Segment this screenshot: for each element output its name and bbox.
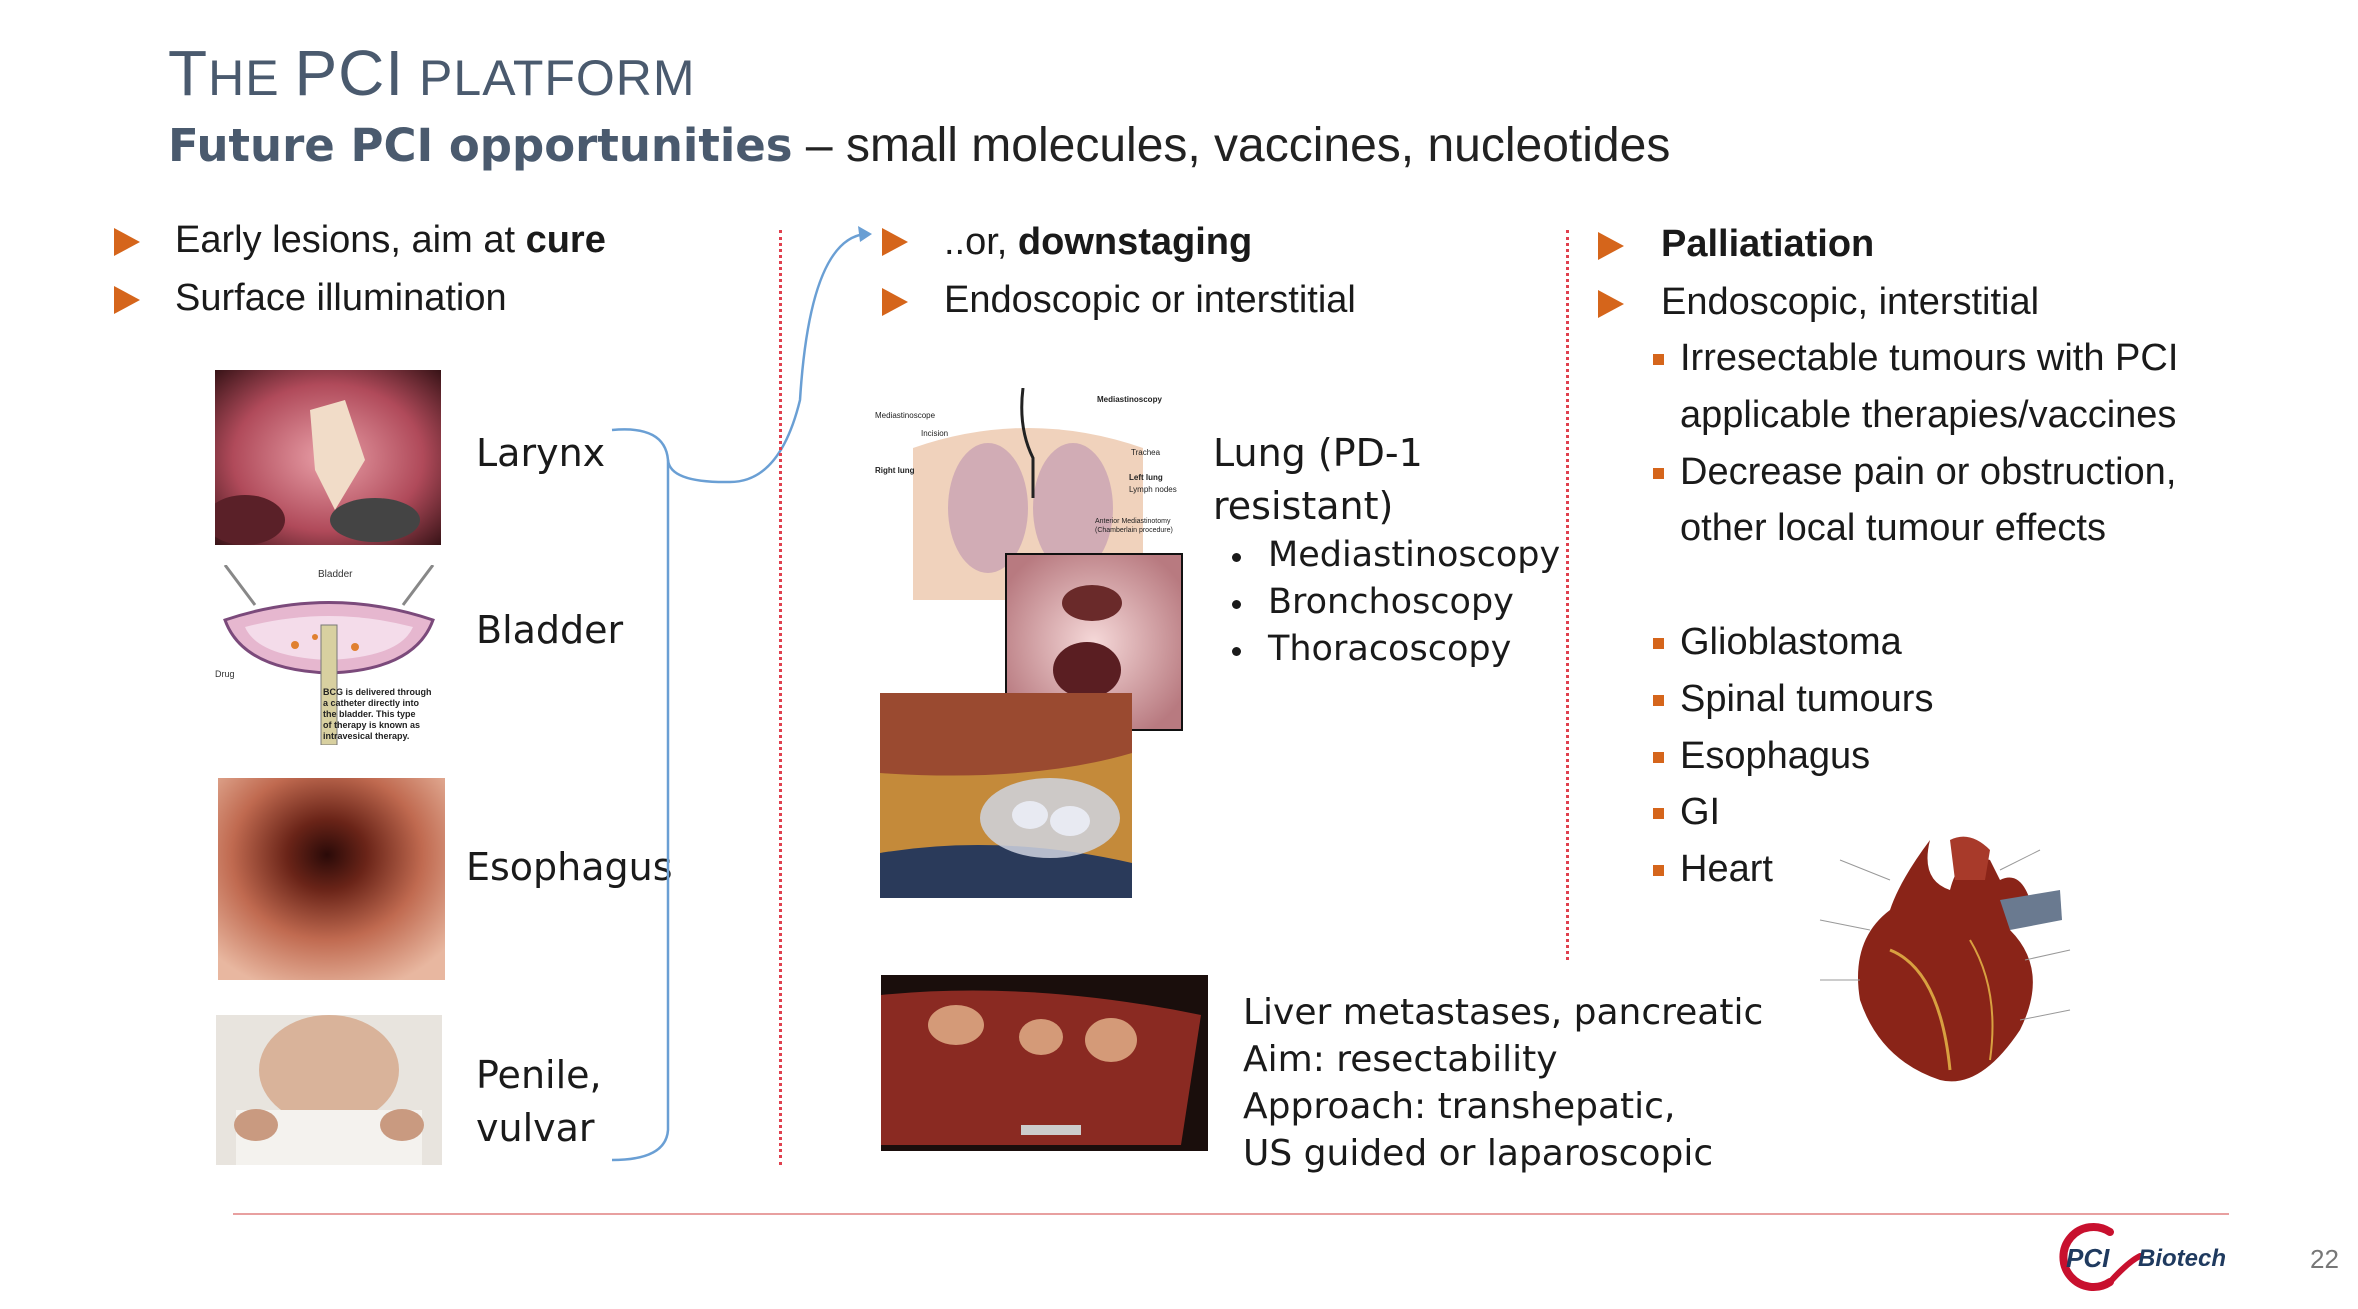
label-penile: Penile, <box>476 1053 602 1097</box>
lung-item-mediastinoscopy: Mediastinoscopy <box>1268 535 1561 575</box>
svg-text:Anterior Mediastinotomy: Anterior Mediastinotomy <box>1095 518 1171 525</box>
bracket-connector <box>611 226 872 1162</box>
bullet-square-icon <box>1653 695 1664 706</box>
svg-text:Lymph nodes: Lymph nodes <box>1129 485 1177 494</box>
bullet-arrow-icon <box>1598 232 1624 260</box>
svg-text:Left lung: Left lung <box>1129 473 1163 482</box>
label-bladder: Bladder <box>476 608 624 652</box>
penile-vulvar-image <box>216 1015 442 1165</box>
col3-item-esophagus: Esophagus <box>1680 735 1871 777</box>
label-larynx: Larynx <box>476 431 606 475</box>
col2-bullet-downstaging: ..or, downstaging <box>944 221 1253 263</box>
bullet-dot-icon <box>1232 600 1241 609</box>
col3-item-spinal: Spinal tumours <box>1680 678 1934 720</box>
bullet-arrow-icon <box>882 288 908 316</box>
page-title: THE PCI PLATFORM <box>168 37 696 109</box>
bullet-arrow-icon <box>1598 290 1624 318</box>
bullet-square-icon <box>1653 468 1664 479</box>
liver-image <box>881 975 1208 1151</box>
col3-sub2-line2: other local tumour effects <box>1680 507 2106 549</box>
pci-biotech-logo: PCI Biotech <box>2048 1222 2238 1292</box>
svg-text:Mediastinoscope: Mediastinoscope <box>875 411 936 420</box>
lung-item-bronchoscopy: Bronchoscopy <box>1268 582 1514 622</box>
bladder-diagram: Bladder Drug BCG is delivered through a … <box>215 565 443 745</box>
svg-text:Drug: Drug <box>215 669 235 679</box>
bullet-arrow-icon <box>114 286 140 314</box>
label-lung-2: resistant) <box>1213 484 1394 528</box>
col3-sub2-line1: Decrease pain or obstruction, <box>1680 451 2177 493</box>
liver-line-3: Approach: transhepatic, <box>1243 1086 1676 1127</box>
bullet-dot-icon <box>1232 647 1241 656</box>
bullet-square-icon <box>1653 354 1664 365</box>
col3-bullet-endoscopic: Endoscopic, interstitial <box>1661 281 2040 323</box>
esophagus-image <box>218 778 445 980</box>
liver-line-4: US guided or laparoscopic <box>1243 1133 1714 1174</box>
svg-text:Mediastinoscopy: Mediastinoscopy <box>1097 395 1162 404</box>
label-esophagus: Esophagus <box>466 845 673 889</box>
bullet-square-icon <box>1653 865 1664 876</box>
svg-text:Biotech: Biotech <box>2138 1245 2226 1272</box>
liver-line-1: Liver metastases, pancreatic <box>1243 992 1764 1033</box>
svg-text:a catheter directly into: a catheter directly into <box>323 698 420 708</box>
bullet-square-icon <box>1653 752 1664 763</box>
bullet-square-icon <box>1653 638 1664 649</box>
col3-sub1-line2: applicable therapies/vaccines <box>1680 394 2177 436</box>
svg-text:Right lung: Right lung <box>875 466 915 475</box>
heart-image <box>1800 820 2090 1100</box>
svg-text:(Chamberlain procedure): (Chamberlain procedure) <box>1095 527 1173 534</box>
larynx-image <box>215 370 441 545</box>
col3-item-glioblastoma: Glioblastoma <box>1680 621 1902 663</box>
bullet-arrow-icon <box>114 228 140 256</box>
bullet-square-icon <box>1653 808 1664 819</box>
svg-text:Bladder: Bladder <box>318 569 353 580</box>
bullet-arrow-icon <box>882 228 908 256</box>
label-lung-1: Lung (PD-1 <box>1213 431 1423 475</box>
footer-divider <box>233 1213 2229 1215</box>
svg-text:BCG is delivered through: BCG is delivered through <box>323 687 432 697</box>
svg-text:of therapy is known as: of therapy is known as <box>323 720 420 730</box>
svg-text:PCI: PCI <box>2066 1243 2110 1273</box>
col3-sub1-line1: Irresectable tumours with PCI <box>1680 337 2179 379</box>
svg-text:Trachea: Trachea <box>1131 448 1161 457</box>
col1-bullet-cure: Early lesions, aim at cure <box>175 219 606 261</box>
liver-line-2: Aim: resectability <box>1243 1039 1558 1080</box>
svg-text:intravesical therapy.: intravesical therapy. <box>323 731 409 741</box>
col3-bullet-palliation: Palliatiation <box>1661 223 1875 265</box>
column-divider-1 <box>779 230 782 1165</box>
lung-item-thoracoscopy: Thoracoscopy <box>1268 629 1512 669</box>
col3-item-heart: Heart <box>1680 848 1773 890</box>
page-number: 22 <box>2310 1244 2339 1274</box>
col2-bullet-endoscopic: Endoscopic or interstitial <box>944 279 1356 321</box>
col3-item-gi: GI <box>1680 791 1721 833</box>
col1-bullet-surface: Surface illumination <box>175 277 507 319</box>
column-divider-2 <box>1566 230 1569 960</box>
label-vulvar: vulvar <box>476 1106 595 1150</box>
page-subtitle: Future PCI opportunities – small molecul… <box>168 119 1671 172</box>
svg-text:the bladder. This type: the bladder. This type <box>323 709 416 719</box>
svg-text:Incision: Incision <box>921 429 948 438</box>
bullet-dot-icon <box>1232 553 1241 562</box>
thoracoscopy-image <box>880 693 1132 898</box>
